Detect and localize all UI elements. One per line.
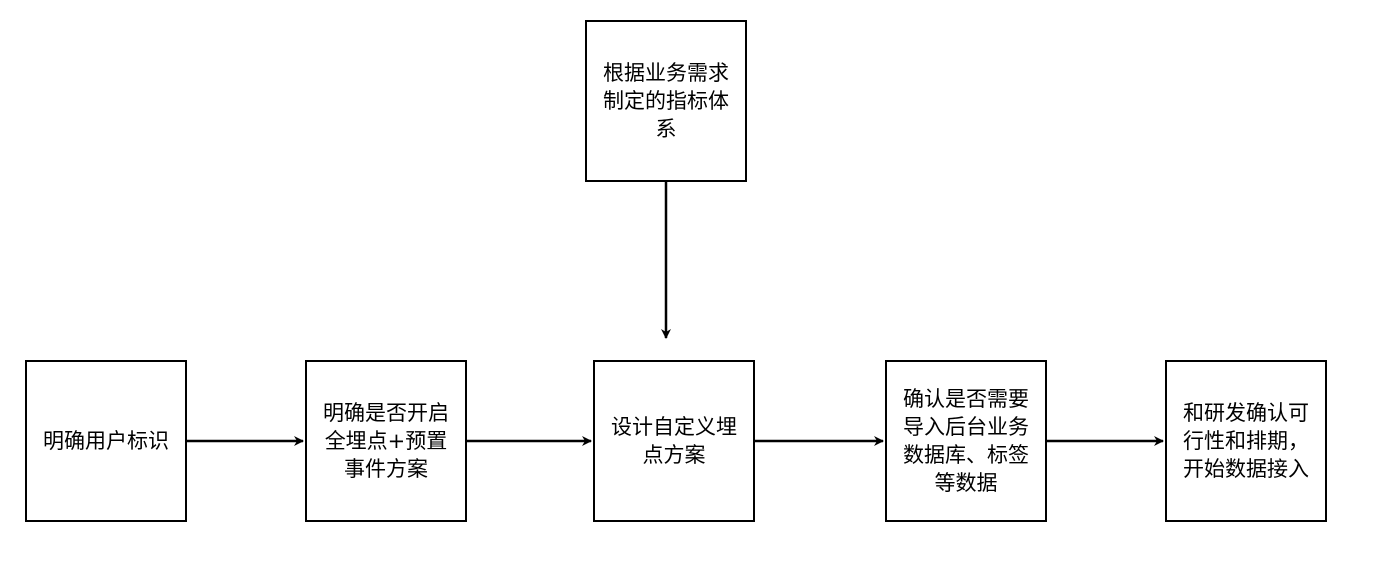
- node-custom-tracking-label: 设计自定义埋 点方案: [611, 415, 737, 467]
- node-dev-confirm-label: 和研发确认可 行性和排期， 开始数据接入: [1183, 401, 1309, 481]
- node-requirements: 根据业务需求 制定的指标体 系: [585, 20, 747, 182]
- node-dev-confirm: 和研发确认可 行性和排期， 开始数据接入: [1165, 360, 1327, 522]
- node-full-tracking-label: 明确是否开启 全埋点+预置 事件方案: [323, 401, 449, 481]
- node-user-id-label: 明确用户标识: [43, 429, 169, 453]
- node-import-data-label: 确认是否需要 导入后台业务 数据库、标签 等数据: [903, 387, 1029, 495]
- node-import-data: 确认是否需要 导入后台业务 数据库、标签 等数据: [885, 360, 1047, 522]
- node-full-tracking: 明确是否开启 全埋点+预置 事件方案: [305, 360, 467, 522]
- node-requirements-label: 根据业务需求 制定的指标体 系: [603, 61, 729, 141]
- node-custom-tracking: 设计自定义埋 点方案: [593, 360, 755, 522]
- node-user-id: 明确用户标识: [25, 360, 187, 522]
